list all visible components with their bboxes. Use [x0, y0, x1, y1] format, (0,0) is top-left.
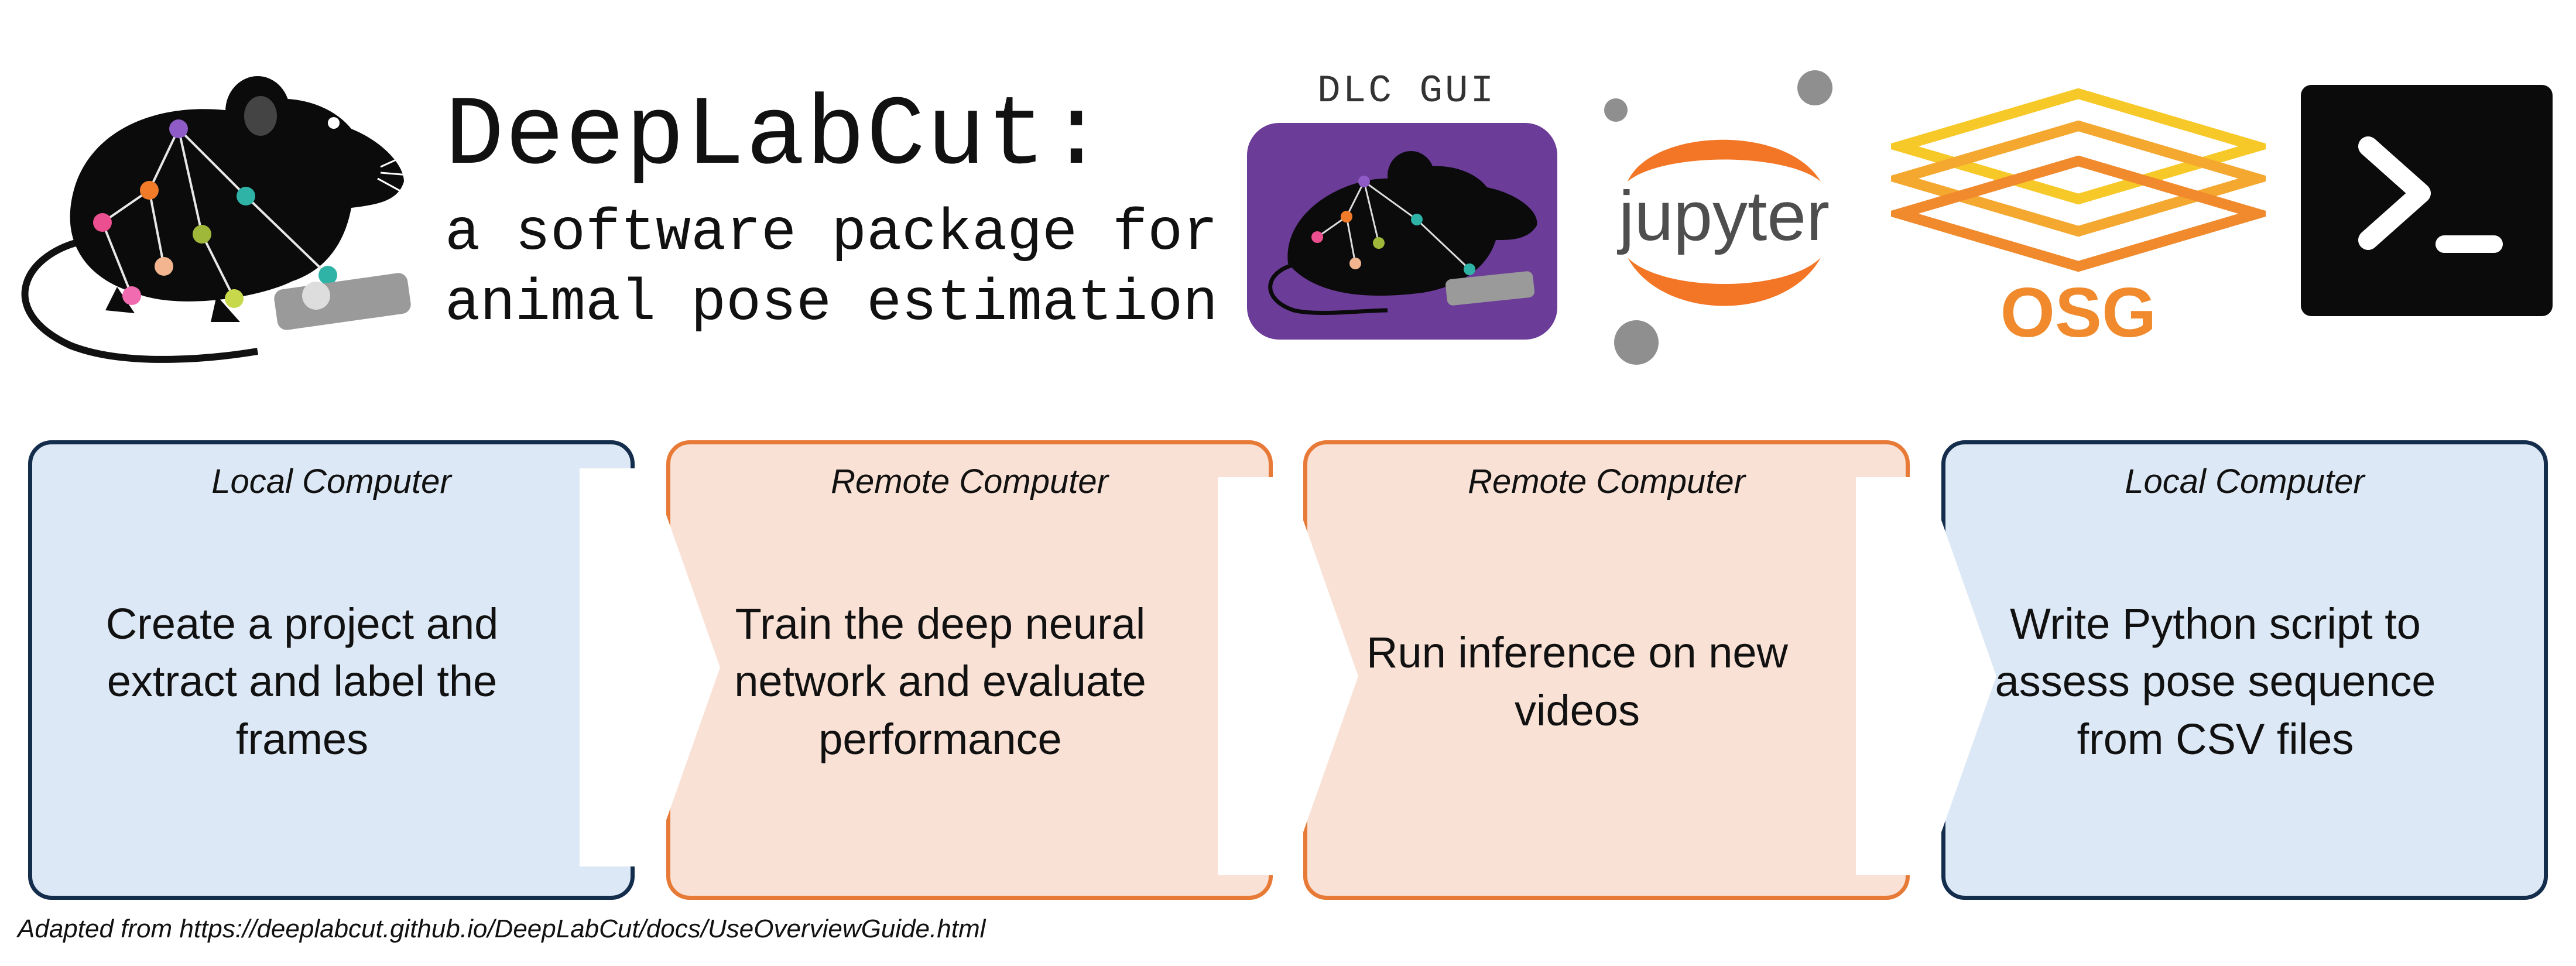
step-create-project: Local Computer Create a project and extr… — [28, 440, 635, 900]
subtitle-line-1: a software package for — [445, 201, 1218, 267]
osg-logo-icon: OSG — [1891, 88, 2266, 345]
step-location-label: Local Computer — [2125, 463, 2365, 501]
terminal-icon — [2301, 85, 2553, 316]
step-location-label: Local Computer — [211, 463, 451, 501]
step-description: Write Python script to assess pose seque… — [1995, 599, 2436, 763]
step-train-network: Remote Computer Train the deep neural ne… — [666, 440, 1273, 900]
step-location-label: Remote Computer — [831, 463, 1108, 501]
chevron-arrow-icon — [1856, 477, 1996, 875]
step-description: Train the deep neural network and evalua… — [734, 599, 1146, 763]
jupyter-label: jupyter — [1617, 177, 1830, 255]
jupyter-logo-icon: jupyter — [1604, 70, 1832, 365]
step-run-inference: Remote Computer Run inference on new vid… — [1303, 440, 1910, 900]
dlc-gui-label: DLC GUI — [1317, 69, 1496, 113]
chevron-arrow-icon — [580, 468, 720, 866]
osg-label: OSG — [2000, 273, 2157, 345]
page-title: DeepLabCut: — [445, 81, 1107, 193]
dlc-gui-icon — [1247, 123, 1557, 340]
step-description: Run inference on new videos — [1366, 628, 1788, 735]
footnote-source: Adapted from https://deeplabcut.github.i… — [18, 914, 986, 943]
mouse-logo-icon — [21, 76, 416, 363]
step-location-label: Remote Computer — [1468, 463, 1745, 501]
subtitle-line-2: animal pose estimation — [445, 271, 1218, 337]
step-write-script: Local Computer Write Python script to as… — [1941, 440, 2548, 900]
step-description: Create a project and extract and label t… — [105, 599, 499, 763]
chevron-arrow-icon — [1218, 477, 1358, 875]
